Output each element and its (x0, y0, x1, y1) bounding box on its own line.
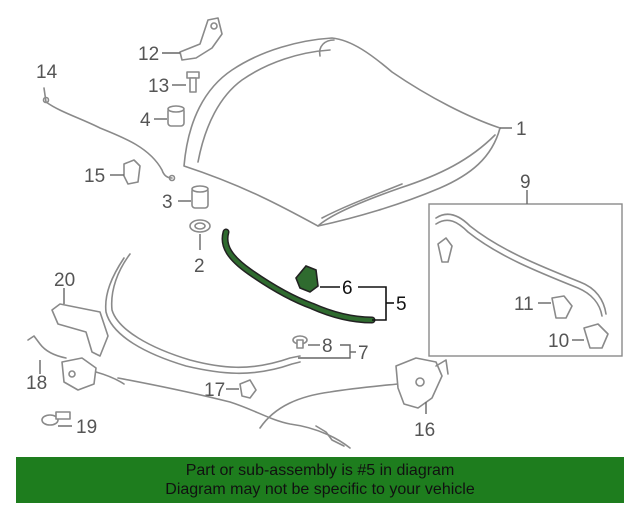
hood-seal-part-highlighted[interactable] (221, 228, 376, 324)
latch-cable-part[interactable] (117, 377, 399, 449)
callout-20[interactable]: 20 (54, 270, 75, 291)
callout-2[interactable]: 2 (194, 256, 205, 277)
cushion-part[interactable] (191, 185, 209, 209)
callout-12[interactable]: 12 (138, 44, 159, 65)
callout-18[interactable]: 18 (26, 373, 47, 394)
callout-6[interactable]: 6 (342, 278, 353, 299)
release-handle-bracket-part[interactable] (51, 303, 109, 357)
callout-8[interactable]: 8 (322, 336, 333, 357)
callout-16[interactable]: 16 (414, 420, 435, 441)
banner-line-1: Part or sub-assembly is #5 in diagram (185, 462, 455, 479)
callout-19[interactable]: 19 (76, 417, 97, 438)
cable-clip-part[interactable] (123, 159, 141, 185)
callout-5[interactable]: 5 (396, 294, 407, 315)
callout-10[interactable]: 10 (548, 331, 569, 352)
callout-1[interactable]: 1 (516, 119, 527, 140)
grommet-part[interactable] (189, 219, 211, 233)
inset-box-9 (428, 203, 623, 357)
release-cable-part[interactable] (42, 87, 176, 182)
front-weatherstrip-part[interactable] (104, 253, 301, 375)
hood-part[interactable] (183, 37, 501, 227)
bolt-part[interactable] (186, 71, 200, 93)
callout-3[interactable]: 3 (162, 192, 173, 213)
callout-14[interactable]: 14 (36, 62, 58, 83)
callout-17[interactable]: 17 (204, 380, 225, 401)
seal-bracket-part-highlighted[interactable] (295, 265, 319, 293)
callout-11[interactable]: 11 (514, 294, 534, 315)
banner-line-2: Diagram may not be specific to your vehi… (165, 481, 475, 498)
seal-retainer-part[interactable] (583, 323, 609, 349)
info-banner: Part or sub-assembly is #5 in diagram Di… (16, 457, 624, 503)
clip-part[interactable] (292, 335, 308, 349)
leader-bracket-5 (358, 286, 387, 321)
cowl-seal-part[interactable] (435, 213, 607, 317)
mounting-bolt-part[interactable] (41, 411, 71, 426)
seal-clip-part[interactable] (551, 295, 573, 319)
callout-4[interactable]: 4 (140, 110, 151, 131)
callout-13[interactable]: 13 (148, 76, 169, 97)
latch-release-part[interactable] (27, 335, 125, 391)
cable-retainer-part[interactable] (239, 379, 257, 399)
bumper-stop-part[interactable] (167, 105, 185, 127)
parts-diagram: 1 12 13 4 14 15 3 2 (26, 17, 623, 449)
callout-7[interactable]: 7 (358, 343, 369, 364)
hood-latch-part[interactable] (395, 357, 449, 409)
callout-9[interactable]: 9 (520, 172, 531, 193)
callout-15[interactable]: 15 (84, 166, 105, 187)
hood-hinge-part[interactable] (179, 17, 223, 61)
